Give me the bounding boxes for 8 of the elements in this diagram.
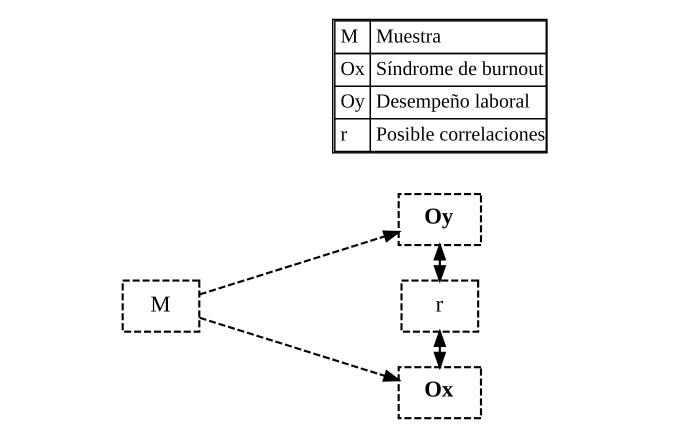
label: Muestra	[376, 25, 442, 48]
label: Posible correlaciones	[376, 123, 546, 146]
label: Ox	[340, 58, 365, 80]
label: r	[340, 123, 348, 146]
label: M	[340, 25, 358, 48]
label: Oy	[340, 90, 365, 113]
label: Desempeño laboral	[376, 90, 530, 113]
label: Síndrome de burnout	[376, 58, 544, 80]
